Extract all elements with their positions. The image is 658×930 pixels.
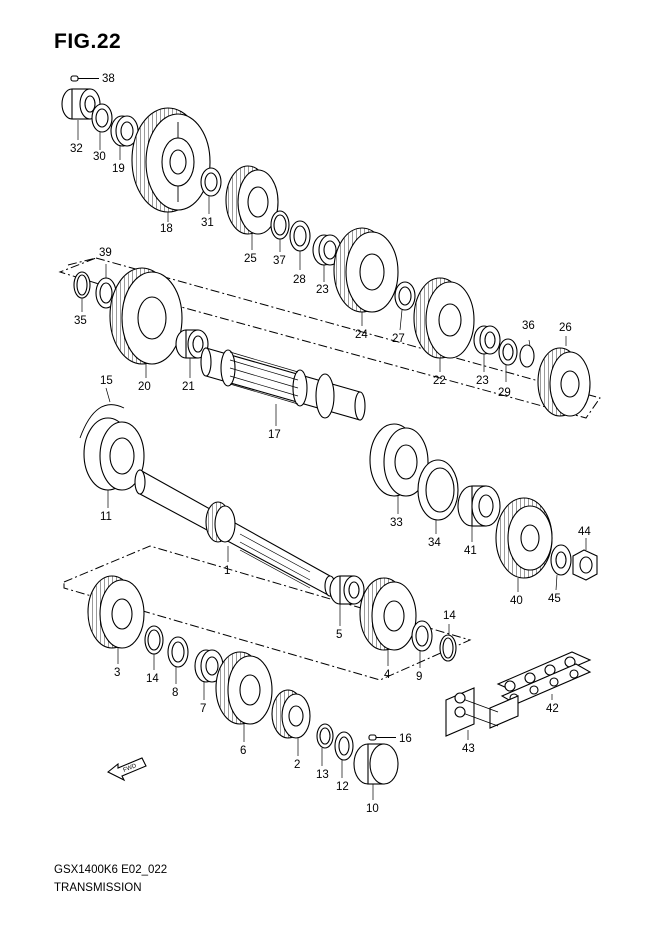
label-42: 42 bbox=[546, 703, 559, 715]
label-40: 40 bbox=[510, 595, 523, 607]
part-4-gear bbox=[359, 577, 417, 666]
label-20: 20 bbox=[138, 381, 151, 393]
part-22-gear bbox=[413, 277, 475, 372]
label-15: 15 bbox=[100, 375, 113, 387]
label-26: 26 bbox=[559, 322, 572, 334]
part-2-gear bbox=[271, 689, 311, 756]
label-14-left: 14 bbox=[146, 673, 159, 685]
part-42-chain bbox=[496, 651, 592, 705]
part-17-countershaft bbox=[200, 347, 366, 426]
label-36: 36 bbox=[522, 320, 535, 332]
part-43-chain-joint bbox=[445, 687, 519, 740]
label-13: 13 bbox=[316, 769, 329, 781]
group-outline-lower bbox=[63, 545, 472, 681]
label-37: 37 bbox=[273, 255, 286, 267]
label-23-right: 23 bbox=[476, 375, 489, 387]
model-code: GSX1400K6 E02_022 bbox=[54, 864, 168, 876]
label-9: 9 bbox=[416, 671, 422, 683]
part-19-bearing bbox=[110, 115, 139, 160]
label-5: 5 bbox=[336, 629, 342, 641]
label-35: 35 bbox=[74, 315, 87, 327]
part-23-bearing-right bbox=[473, 325, 501, 372]
part-45-washer bbox=[550, 544, 572, 591]
part-25-gear bbox=[225, 165, 279, 250]
part-33-bearing bbox=[369, 423, 429, 514]
part-6-gear bbox=[215, 651, 273, 742]
part-27-washer bbox=[394, 281, 416, 331]
part-9-washer bbox=[411, 620, 433, 668]
fwd-arrow-icon: FWD bbox=[106, 757, 147, 782]
label-25: 25 bbox=[244, 253, 257, 265]
part-28-washer bbox=[289, 220, 311, 270]
part-26-gear bbox=[537, 336, 591, 417]
part-1-drive-shaft bbox=[134, 469, 336, 597]
label-32: 32 bbox=[70, 143, 83, 155]
part-8-washer bbox=[167, 636, 189, 684]
label-41: 41 bbox=[464, 545, 477, 557]
label-38: 38 bbox=[102, 73, 115, 85]
label-14-right: 14 bbox=[443, 610, 456, 622]
label-24: 24 bbox=[355, 329, 368, 341]
label-7: 7 bbox=[200, 703, 206, 715]
part-18-gear bbox=[131, 107, 211, 222]
label-39: 39 bbox=[99, 247, 112, 259]
label-31: 31 bbox=[201, 217, 214, 229]
part-38-pin bbox=[70, 75, 99, 82]
figure-title: FIG.22 bbox=[54, 30, 122, 53]
part-12-seal bbox=[334, 731, 354, 778]
part-15-ring bbox=[79, 387, 125, 439]
label-18: 18 bbox=[160, 223, 173, 235]
label-27: 27 bbox=[392, 333, 405, 345]
part-41-spacer bbox=[457, 485, 501, 542]
part-44-nut bbox=[572, 538, 598, 581]
part-31-washer bbox=[200, 167, 222, 214]
part-24-gear bbox=[333, 227, 399, 326]
label-34: 34 bbox=[428, 537, 441, 549]
part-5-bushing bbox=[329, 575, 365, 626]
label-11: 11 bbox=[100, 511, 112, 523]
label-21: 21 bbox=[182, 381, 195, 393]
part-37-circlip bbox=[270, 210, 290, 252]
part-35-circlip bbox=[73, 271, 91, 312]
label-12: 12 bbox=[336, 781, 349, 793]
label-33: 33 bbox=[390, 517, 403, 529]
label-17: 17 bbox=[268, 429, 281, 441]
label-43: 43 bbox=[462, 743, 475, 755]
label-19: 19 bbox=[112, 163, 125, 175]
label-8: 8 bbox=[172, 687, 178, 699]
label-3: 3 bbox=[114, 667, 120, 679]
label-44: 44 bbox=[578, 526, 591, 538]
label-45: 45 bbox=[548, 593, 561, 605]
part-labels: 38 32 30 19 18 31 25 37 28 23 24 27 22 2… bbox=[70, 73, 591, 815]
label-2: 2 bbox=[294, 759, 300, 771]
part-3-gear bbox=[87, 575, 145, 664]
label-16: 16 bbox=[399, 733, 412, 745]
label-1: 1 bbox=[224, 565, 230, 577]
section-title: TRANSMISSION bbox=[54, 882, 142, 894]
group-outline-upper bbox=[67, 257, 97, 266]
part-13-washer bbox=[316, 723, 334, 766]
part-40-sprocket bbox=[495, 497, 553, 592]
part-36-circlip bbox=[519, 339, 535, 368]
label-6: 6 bbox=[240, 745, 246, 757]
fwd-label: FWD bbox=[123, 763, 139, 774]
label-23-top: 23 bbox=[316, 284, 329, 296]
part-34-oil-seal bbox=[417, 459, 459, 534]
part-29-washer bbox=[498, 338, 518, 382]
part-16-pin bbox=[368, 734, 396, 741]
label-28: 28 bbox=[293, 274, 306, 286]
part-14-circlip-right bbox=[439, 624, 457, 662]
part-10-cap bbox=[353, 743, 399, 800]
part-39-washer bbox=[95, 264, 117, 309]
label-30: 30 bbox=[93, 151, 106, 163]
part-20-gear bbox=[109, 267, 183, 378]
part-11-bearing bbox=[83, 417, 145, 508]
label-22: 22 bbox=[433, 375, 446, 387]
part-14-circlip-left bbox=[144, 625, 164, 670]
label-10: 10 bbox=[366, 803, 379, 815]
label-4: 4 bbox=[384, 669, 391, 681]
label-29: 29 bbox=[498, 387, 511, 399]
part-30-washer bbox=[91, 103, 113, 150]
